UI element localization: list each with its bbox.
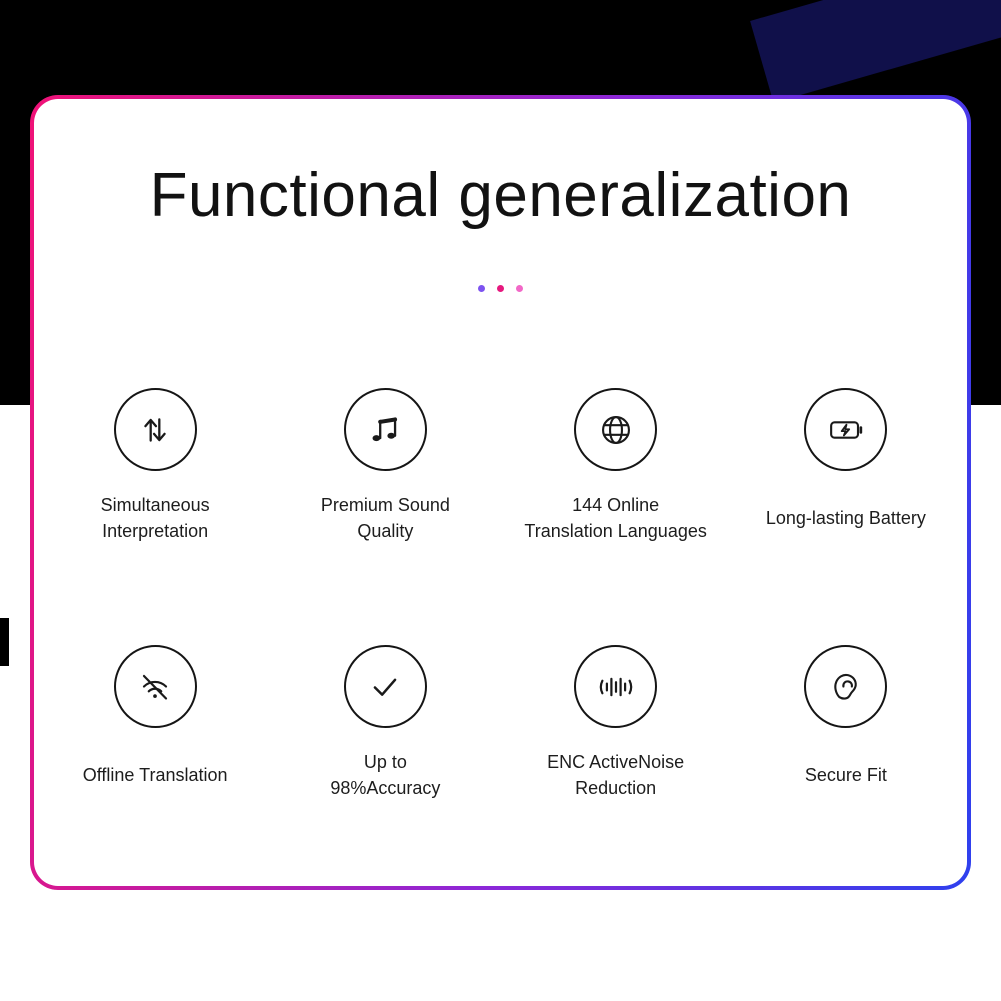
feature-item: Offline Translation	[40, 645, 270, 802]
feature-item: Long-lasting Battery	[731, 388, 961, 545]
card: Functional generalization Simultaneous I…	[30, 95, 971, 890]
swap-vertical-arrows-icon	[113, 388, 197, 471]
feature-item: 144 Online Translation Languages	[501, 388, 731, 545]
background-left-notch	[0, 618, 9, 666]
feature-label: Premium Sound Quality	[320, 495, 450, 541]
feature-item: Simultaneous Interpretation	[40, 388, 270, 545]
feature-label: Up to 98%Accuracy	[330, 752, 441, 798]
feature-item: Premium Sound Quality	[270, 388, 500, 545]
feature-label: Long-lasting Battery	[765, 508, 926, 529]
dot	[516, 285, 523, 292]
feature-item: ENC ActiveNoise Reduction	[501, 645, 731, 802]
section-dots	[34, 285, 967, 292]
feature-label: Offline Translation	[82, 765, 228, 786]
checkmark-icon	[343, 645, 427, 728]
feature-item: Secure Fit	[731, 645, 961, 802]
card-inner: Functional generalization Simultaneous I…	[34, 99, 967, 886]
feature-label: Secure Fit	[804, 765, 887, 786]
dot	[478, 285, 485, 292]
battery-charging-icon	[804, 388, 888, 471]
wifi-off-icon	[113, 645, 197, 728]
page-title: Functional generalization	[149, 161, 852, 230]
music-note-icon	[343, 388, 427, 471]
dot	[497, 285, 504, 292]
feature-grid: Simultaneous Interpretation Premium Soun…	[34, 388, 967, 802]
globe-icon	[574, 388, 658, 471]
background-streak	[750, 0, 1001, 103]
feature-label: 144 Online Translation Languages	[524, 495, 707, 541]
ear-icon	[804, 645, 888, 728]
feature-item: Up to 98%Accuracy	[270, 645, 500, 802]
feature-label: Simultaneous Interpretation	[100, 495, 210, 541]
sound-wave-icon	[574, 645, 658, 728]
feature-label: ENC ActiveNoise Reduction	[547, 752, 685, 798]
